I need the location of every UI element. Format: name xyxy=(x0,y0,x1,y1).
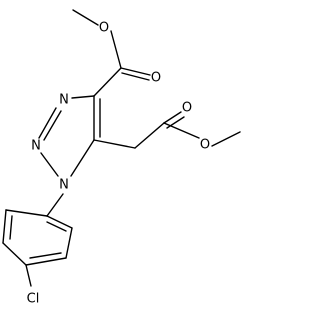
bond-n3-n2-b xyxy=(43,110,62,141)
atom-o-ester-double: O xyxy=(151,71,161,86)
bonds xyxy=(2,9,241,287)
bond-ph-c3-c4 xyxy=(2,242,27,266)
bond-ch2-carbonyl xyxy=(134,122,165,149)
bond-carbonyl-o-double-b xyxy=(121,72,150,81)
atom-n1: N xyxy=(59,178,69,193)
bond-ph-inner-2 xyxy=(29,252,62,259)
atom-o-ester-single: O xyxy=(99,21,109,36)
bond-n2-n1 xyxy=(40,152,59,177)
bond-ph-c6-c1 xyxy=(46,215,73,229)
bond-carbonyl-o-double-a xyxy=(120,67,151,76)
bond-n1-phenyl xyxy=(46,193,64,217)
atom-n3: N xyxy=(59,93,69,108)
bond-carbonyl-c4 xyxy=(93,67,122,97)
bond-o-carbonyl-top xyxy=(110,30,122,69)
bond-methyl-o-top xyxy=(72,9,99,26)
atom-labels: O O N N N O O Cl xyxy=(27,21,210,307)
bond-carbonyl-o-side-a xyxy=(163,111,182,124)
bond-n3-n2-a xyxy=(38,107,57,139)
bond-ph-c5-c6 xyxy=(65,227,73,259)
atom-n2: N xyxy=(31,139,41,154)
chemical-structure: O O N N N O O Cl xyxy=(2,9,241,307)
atom-o-side-double: O xyxy=(182,101,192,116)
atom-o-side-single: O xyxy=(200,138,210,153)
bond-c5-ch2 xyxy=(93,139,136,149)
bond-ph-c1-c2 xyxy=(5,209,48,217)
bond-ph-c4-c5 xyxy=(25,257,67,266)
bond-ph-cl xyxy=(25,264,32,287)
bond-carbonyl-o-single-side xyxy=(163,122,200,139)
bond-ph-inner-1 xyxy=(9,215,13,240)
atom-cl: Cl xyxy=(27,292,40,307)
bond-ph-inner-3 xyxy=(46,221,67,232)
bond-c4-n3 xyxy=(71,95,95,99)
bond-n1-c5 xyxy=(70,139,95,177)
bond-ph-c2-c3 xyxy=(2,209,7,244)
bond-o-methyl-side xyxy=(211,131,241,147)
